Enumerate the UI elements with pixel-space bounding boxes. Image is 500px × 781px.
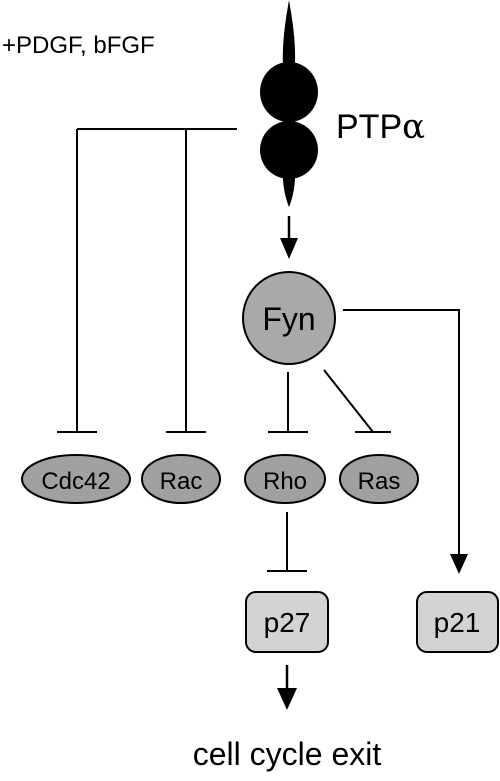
rho-label: Rho <box>263 468 307 495</box>
rac-node <box>141 454 221 504</box>
rac-label: Rac <box>160 468 203 495</box>
ras-label: Ras <box>358 468 401 495</box>
p27-label: p27 <box>264 607 311 638</box>
fyn-node <box>242 271 336 365</box>
fyn-inhibits-rho <box>268 372 308 433</box>
ras-node <box>339 454 419 504</box>
outcome-label: cell cycle exit <box>193 736 382 772</box>
rho-inhibits-p27 <box>267 512 307 572</box>
rho-node <box>244 454 326 504</box>
fyn-activates-p21 <box>343 309 468 574</box>
receptor-inhibits-cdc42-rac <box>57 128 237 433</box>
p21-node <box>416 591 499 653</box>
fyn-inhibits-ras <box>323 369 391 433</box>
p27-to-outcome-arrow <box>277 665 297 710</box>
cdc42-node <box>21 454 131 504</box>
receptor-activates-fyn-arrow <box>280 216 298 259</box>
p21-label: p21 <box>434 607 481 638</box>
ptp-alpha-receptor <box>260 0 318 207</box>
fyn-label: Fyn <box>262 301 315 337</box>
stimulus-label: +PDGF, bFGF <box>2 32 155 59</box>
ptp-alpha-label: PTPα <box>336 107 425 147</box>
cdc42-label: Cdc42 <box>41 468 110 495</box>
p27-node <box>245 591 329 653</box>
